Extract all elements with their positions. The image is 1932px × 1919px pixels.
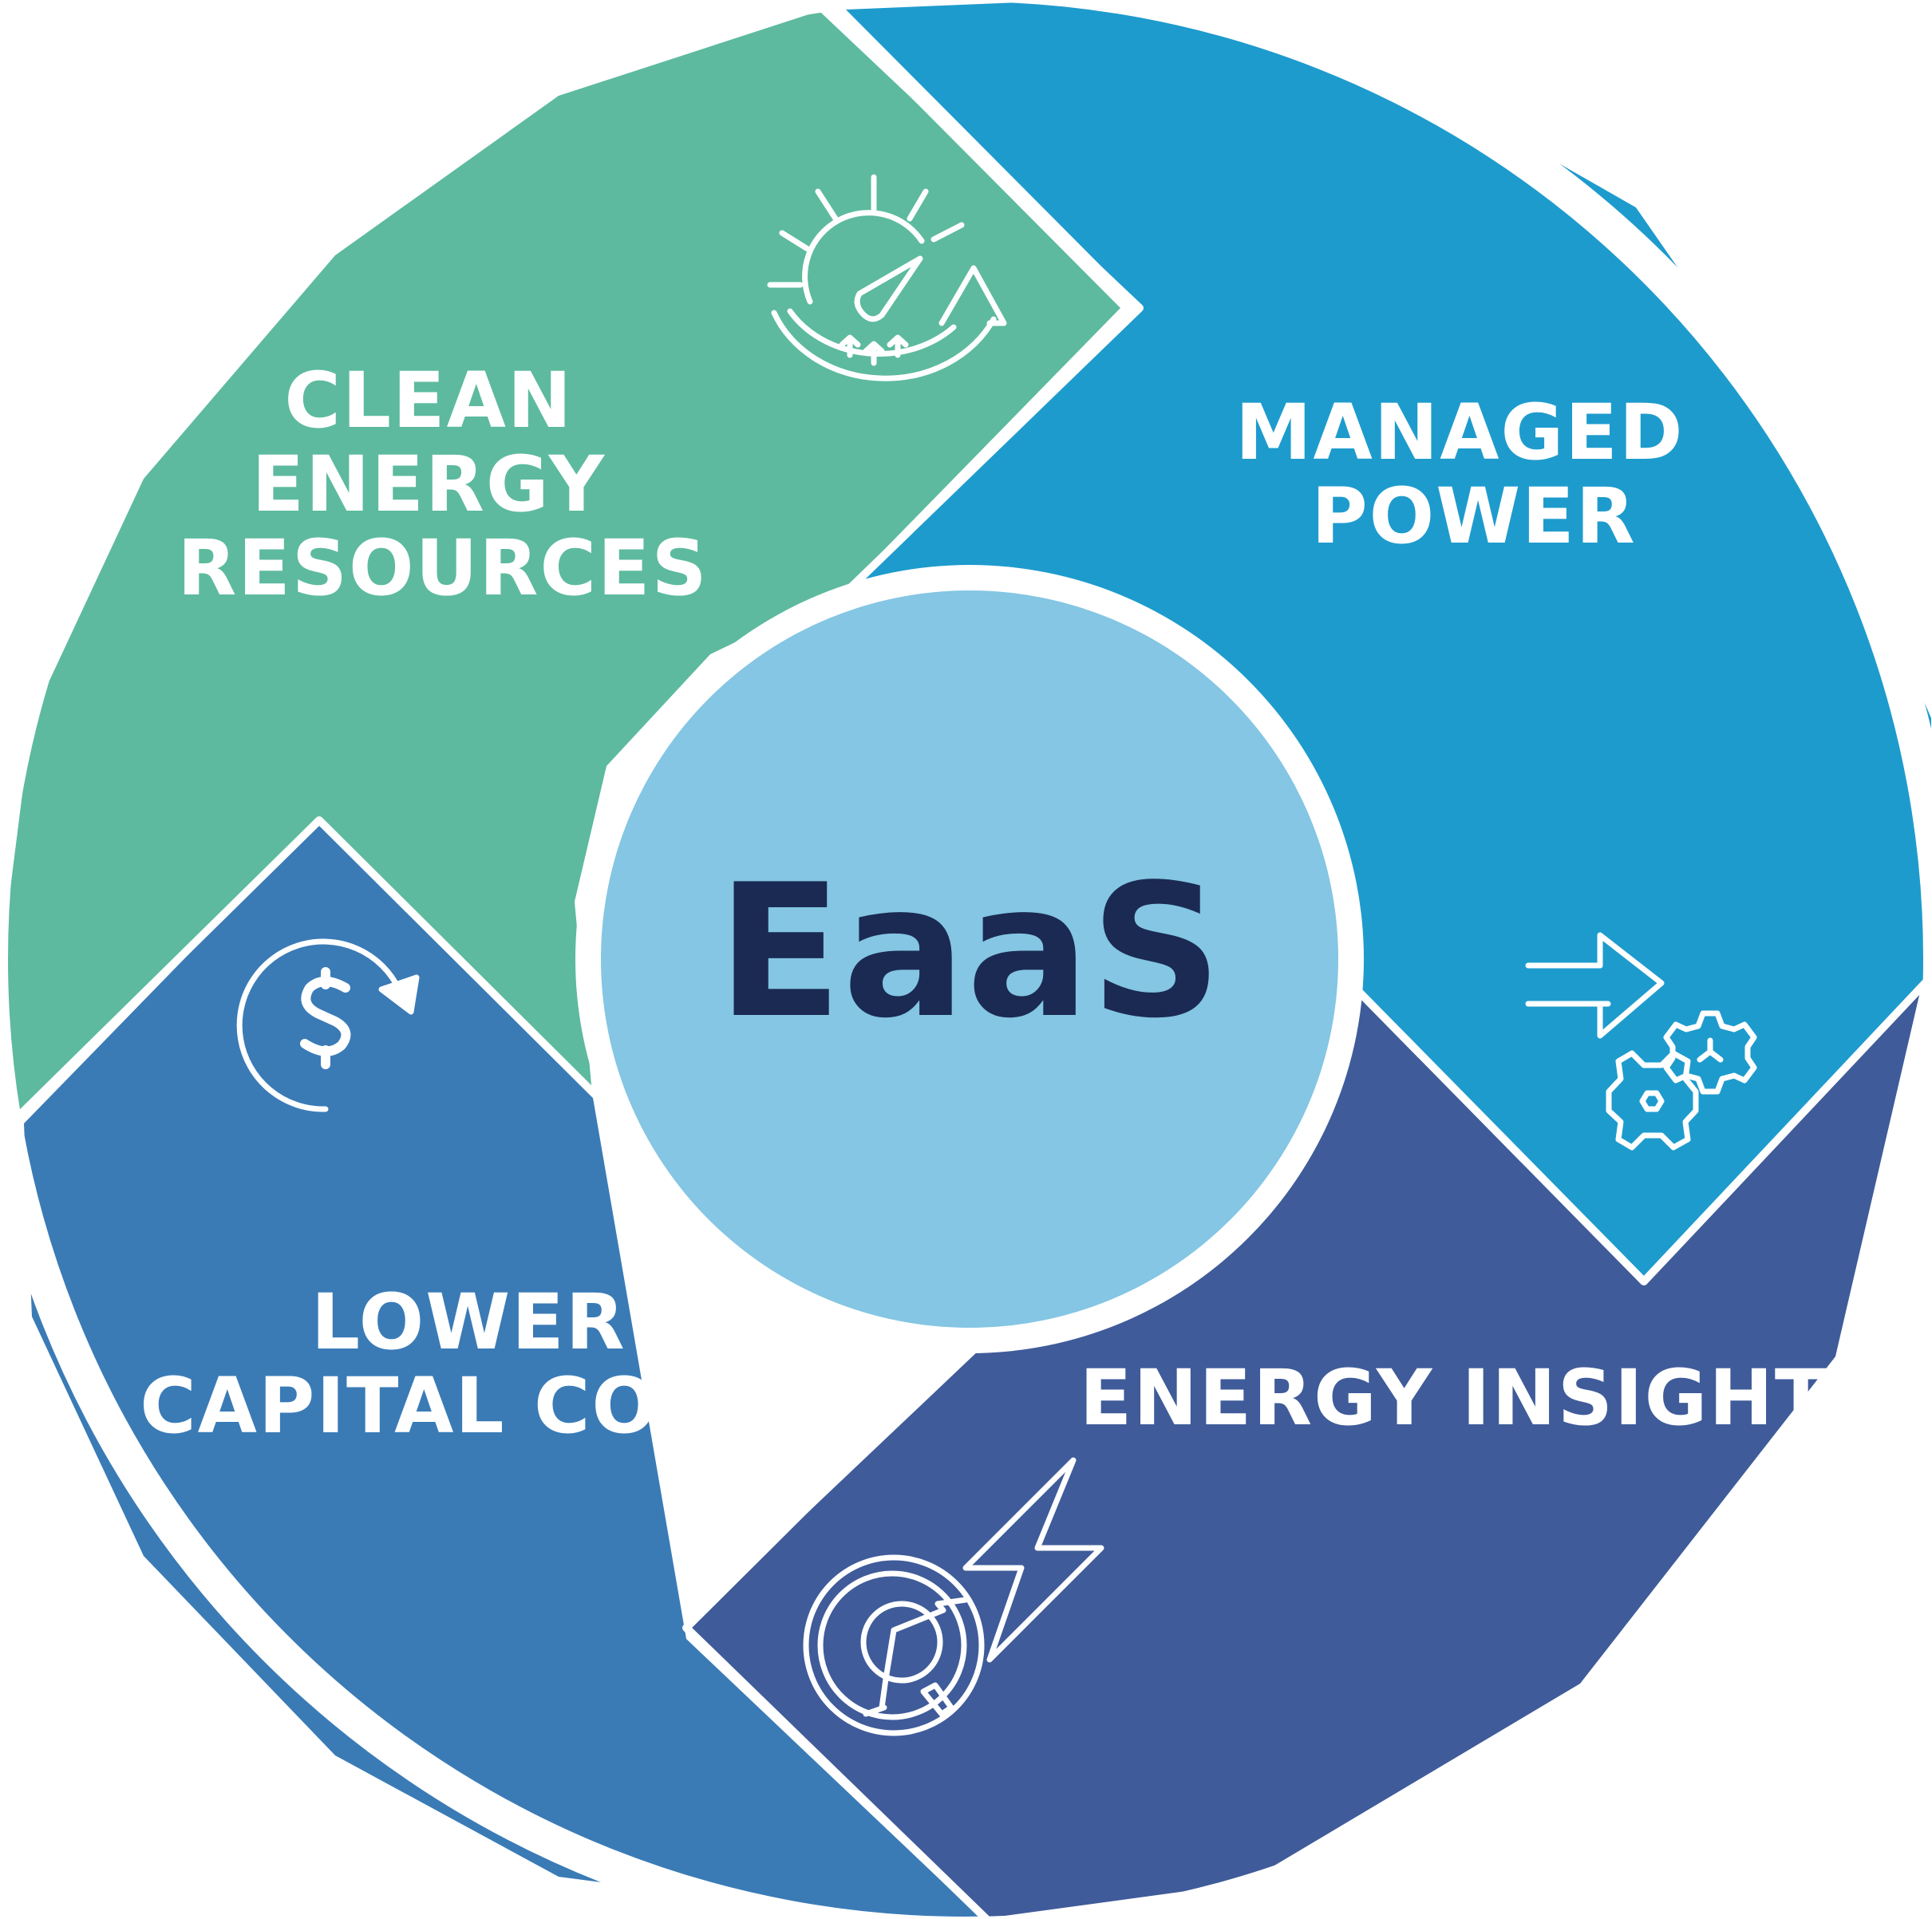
lower-capital-costs-line-1: LOWER <box>311 1277 626 1367</box>
clean-energy-line-1: CLEAN <box>284 356 573 445</box>
clean-energy-label: CLEAN ENERGY RESOURCES <box>177 356 708 613</box>
lower-capital-costs-label: LOWER CAPITAL COSTS <box>140 1277 826 1451</box>
gauge-lightning-icon <box>803 1457 1104 1736</box>
center-circle <box>601 590 1338 1328</box>
managed-power-line-2: POWER <box>1311 472 1636 561</box>
energy-insight-line-1: ENERGY INSIGHT <box>1080 1353 1829 1443</box>
segment-energy-insight <box>686 978 1923 1919</box>
managed-power-label: MANAGED POWER <box>1235 388 1713 561</box>
managed-power-line-1: MANAGED <box>1235 388 1685 477</box>
sun-gauge-cycle-icon <box>767 174 1007 381</box>
lower-capital-costs-line-2: CAPITAL COSTS <box>140 1361 826 1451</box>
dollar-cycle-icon <box>236 938 420 1112</box>
clean-energy-line-2: ENERGY <box>251 440 606 529</box>
segment-dividers <box>5 6 1932 1919</box>
arrow-gears-icon <box>1525 932 1757 1151</box>
segment-managed-power <box>846 2 1931 1285</box>
segment-clean-energy-resources <box>2 10 1120 1123</box>
center-label: EaaS <box>717 846 1222 1059</box>
clean-energy-line-3: RESOURCES <box>177 523 708 613</box>
energy-insight-label: ENERGY INSIGHT <box>1080 1353 1829 1443</box>
